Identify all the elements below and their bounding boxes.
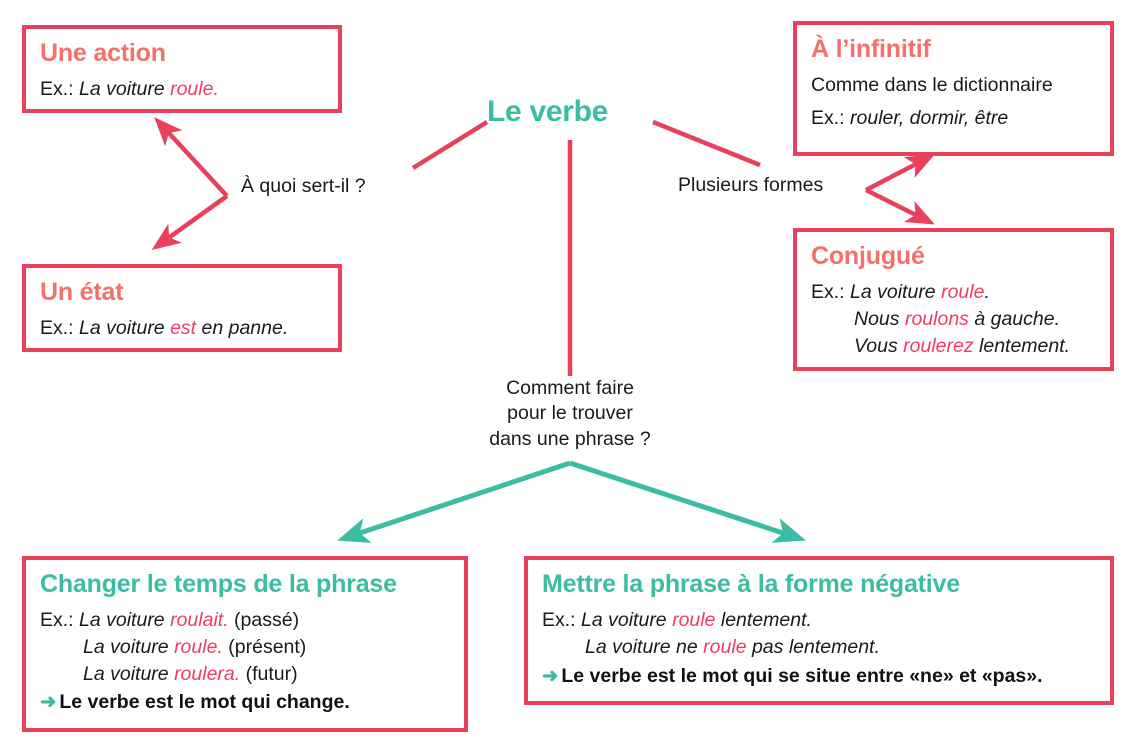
example-label: Ex.: [40, 608, 80, 631]
highlighted-verb: roulait [170, 608, 224, 631]
highlighted-verb: . [217, 635, 223, 658]
example-text: lentement. [715, 608, 812, 631]
example-line: Ex.: La voiture roule. [40, 76, 324, 103]
connector-label-left: À quoi sert-il ? [241, 175, 366, 197]
example-line: Ex.: La voiture roule. [811, 279, 1096, 306]
box-un-etat: Un état Ex.: La voiture est en panne. [22, 264, 342, 352]
connector-label-bottom-line1: Comment faire [506, 377, 634, 399]
box-une-action-examples: Ex.: La voiture roule. [40, 76, 324, 103]
example-text: (futur) [240, 662, 298, 685]
example-text: (présent) [222, 635, 307, 658]
example-text: (passé) [228, 608, 300, 631]
example-label: Ex.: [542, 608, 582, 631]
example-line: Ex.: La voiture roulait. (passé) [40, 607, 450, 634]
example-text: Vous [854, 334, 904, 357]
arrow-to-changer-le-temps [337, 460, 571, 543]
example-text: lentement. [973, 334, 1071, 357]
highlighted-verb: . [213, 77, 219, 100]
box-conjugue-examples: Ex.: La voiture roule.Nous roulons à gau… [811, 279, 1096, 360]
teal-arrow-icon: ➜ [542, 664, 559, 687]
box-forme-negative-title: Mettre la phrase à la forme négative [542, 570, 960, 598]
example-text: à gauche. [968, 307, 1060, 330]
box-un-etat-examples: Ex.: La voiture est en panne. [40, 315, 324, 342]
box-changer-le-temps-conclusion-text: Le verbe est le mot qui change. [59, 691, 350, 714]
example-line: La voiture ne roule pas lentement. [542, 634, 1096, 661]
line-center-to-right-label [652, 119, 761, 168]
example-text: La voiture [850, 280, 942, 303]
arrow-to-forme-negative [569, 460, 806, 543]
box-une-action-title: Une action [40, 39, 166, 67]
box-forme-negative-conclusion: ➜Le verbe est le mot qui se situe entre … [542, 663, 1096, 690]
example-line: Nous roulons à gauche. [811, 306, 1096, 333]
center-title: Le verbe [487, 95, 608, 128]
highlighted-verb: est [170, 316, 197, 339]
example-text: rouler, dormir, être [850, 106, 1009, 129]
box-changer-le-temps-title: Changer le temps de la phrase [40, 570, 397, 598]
example-line: Ex.: La voiture roule lentement. [542, 607, 1096, 634]
box-a-l-infinitif-title: À l’infinitif [811, 35, 931, 63]
arrow-to-conjugue [864, 187, 935, 225]
box-a-l-infinitif-subtitle: Comme dans le dictionnaire [811, 73, 1053, 96]
box-forme-negative-conclusion-text: Le verbe est le mot qui se situe entre «… [561, 664, 1043, 687]
example-line: La voiture roule. (présent) [40, 634, 450, 661]
highlighted-verb: roule [174, 635, 218, 658]
example-text: La voiture ne [585, 635, 704, 658]
box-conjugue: Conjugué Ex.: La voiture roule.Nous roul… [793, 228, 1114, 371]
box-changer-le-temps-examples: Ex.: La voiture roulait. (passé)La voitu… [40, 607, 450, 688]
example-line: Ex.: rouler, dormir, être [811, 105, 1096, 132]
connector-label-bottom-line2: pour le trouver [507, 402, 633, 425]
box-changer-le-temps-conclusion: ➜Le verbe est le mot qui change. [40, 689, 450, 716]
example-text: La voiture [83, 662, 175, 685]
example-line: Vous roulerez lentement. [811, 333, 1096, 360]
highlighted-verb: roulerez [903, 334, 974, 357]
example-label: Ex.: [40, 77, 80, 100]
example-label: Ex.: [40, 316, 80, 339]
connector-label-bottom: Comment faire pour le trouver dans une p… [470, 376, 670, 452]
example-text: Nous [854, 307, 905, 330]
connector-label-bottom-line3: dans une phrase ? [489, 427, 651, 450]
box-a-l-infinitif: À l’infinitif Comme dans le dictionnaire… [793, 21, 1114, 156]
line-center-to-left-label [411, 120, 489, 170]
box-une-action: Une action Ex.: La voiture roule. [22, 25, 342, 113]
arrow-to-une-action [154, 117, 229, 198]
example-label: Ex.: [811, 280, 851, 303]
box-un-etat-title: Un état [40, 278, 124, 306]
highlighted-verb: roulera [174, 662, 235, 685]
highlighted-verb: roulons [904, 307, 969, 330]
example-text: en panne. [196, 316, 289, 339]
arrow-to-a-l-infinitif [864, 154, 935, 192]
example-text: La voiture [581, 608, 673, 631]
example-line: Ex.: La voiture est en panne. [40, 315, 324, 342]
example-text: La voiture [79, 608, 171, 631]
example-text: . [984, 280, 990, 303]
box-forme-negative-examples: Ex.: La voiture roule lentement.La voitu… [542, 607, 1096, 661]
box-forme-negative: Mettre la phrase à la forme négative Ex.… [524, 556, 1114, 705]
example-text: La voiture [83, 635, 175, 658]
connector-label-right: Plusieurs formes [678, 174, 824, 196]
example-label: Ex.: [811, 106, 851, 129]
example-text: La voiture [79, 77, 171, 100]
example-text: pas lentement. [746, 635, 880, 658]
teal-arrow-icon: ➜ [40, 691, 57, 714]
box-changer-le-temps: Changer le temps de la phrase Ex.: La vo… [22, 556, 468, 732]
box-a-l-infinitif-examples: Ex.: rouler, dormir, être [811, 105, 1096, 132]
box-conjugue-title: Conjugué [811, 242, 925, 270]
highlighted-verb: roule [170, 77, 214, 100]
example-text: La voiture [79, 316, 171, 339]
highlighted-verb: roule [672, 608, 716, 631]
highlighted-verb: . [234, 662, 241, 685]
arrow-to-un-etat [151, 194, 229, 251]
highlighted-verb: roule [703, 635, 747, 658]
highlighted-verb: roule [941, 280, 985, 303]
example-line: La voiture roulera. (futur) [40, 661, 450, 688]
highlighted-verb: . [223, 608, 229, 631]
